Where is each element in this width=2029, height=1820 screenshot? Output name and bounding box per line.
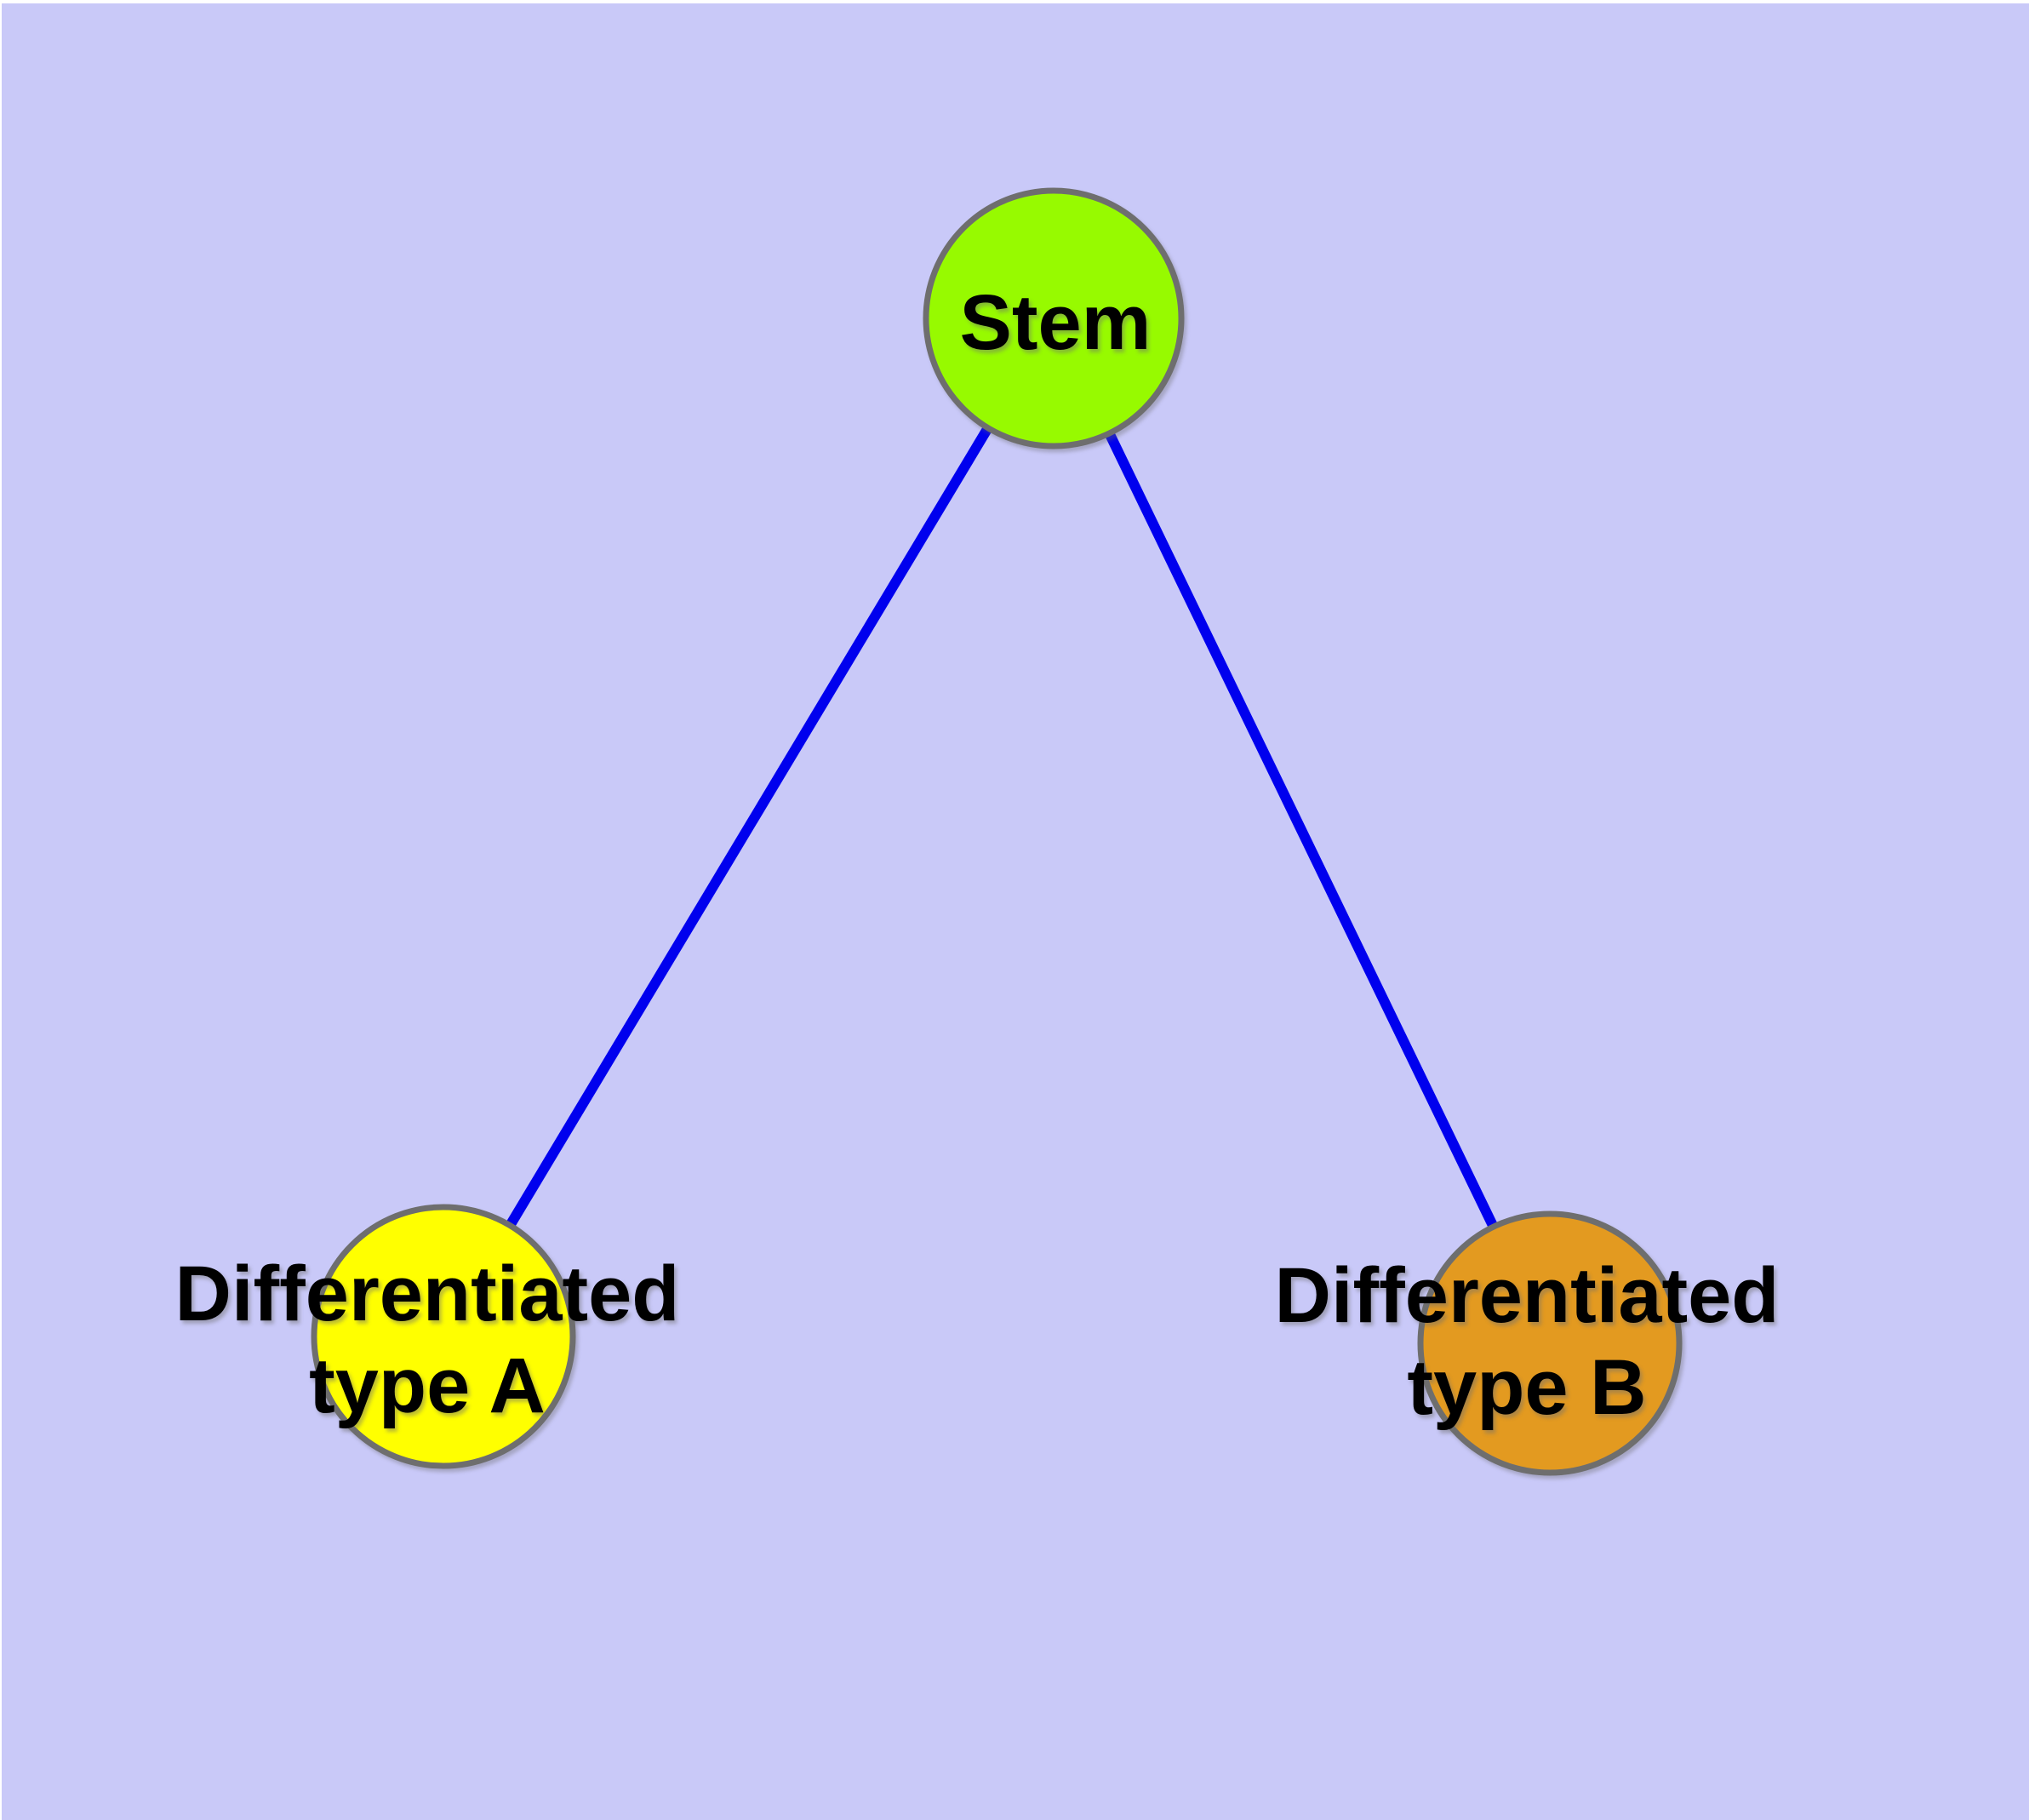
edge-stem-to-type-a (438, 315, 1059, 1340)
node-stem (923, 187, 1185, 449)
edge-stem-to-type-b (1049, 316, 1555, 1346)
diagram-background: Stem Differentiated type A Differentiate… (2, 3, 2029, 1820)
node-type-a (311, 1204, 576, 1469)
diagram-canvas (2, 3, 2029, 1820)
node-type-b (1417, 1210, 1683, 1476)
